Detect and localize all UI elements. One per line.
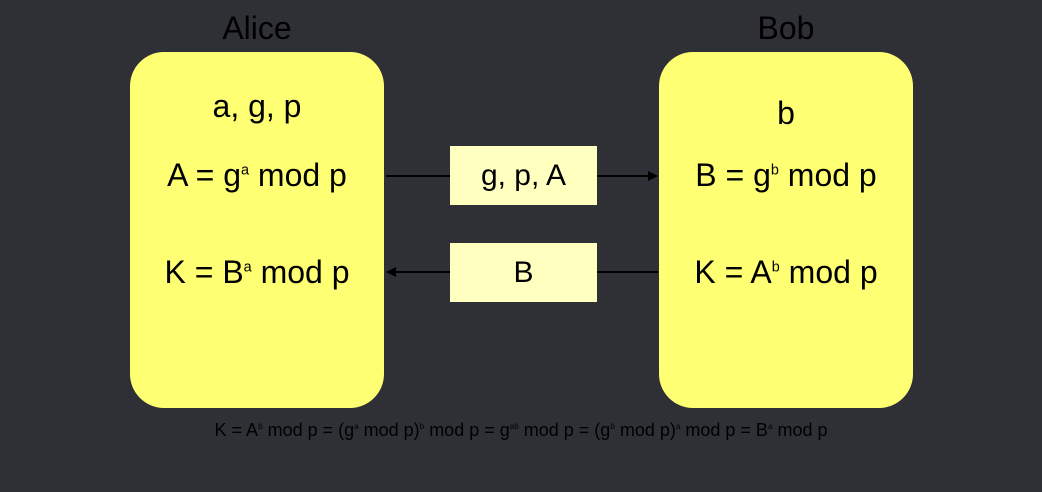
eq-p5: mod p = (g [518, 420, 611, 440]
bob-compute-exp: b [770, 162, 779, 179]
alice-box [130, 52, 384, 408]
eq-e1: b [258, 422, 263, 431]
alice-compute-exp: a [241, 162, 250, 179]
bob-key-lhs: K = A [694, 254, 772, 290]
shared-key-equation: K = Ab mod p = (ga mod p)b mod p = gab m… [0, 420, 1042, 441]
arrow-to-alice-head [386, 267, 396, 277]
bob-params: b [777, 95, 795, 131]
alice-compute: A = ga mod p [130, 157, 384, 194]
eq-p6: mod p) [614, 420, 676, 440]
eq-p7: mod p = B [680, 420, 768, 440]
eq-e2: a [354, 422, 359, 431]
alice-compute-lhs: A = g [167, 157, 241, 193]
bob-compute-lhs: B = g [695, 157, 771, 193]
message-to-alice: B [450, 243, 597, 302]
eq-p3: mod p) [358, 420, 420, 440]
alice-compute-rhs: mod p [249, 157, 347, 193]
bob-key: K = Ab mod p [659, 254, 913, 291]
eq-e6: a [675, 422, 681, 431]
bob-box [659, 52, 913, 408]
alice-key-exp: a [243, 259, 252, 276]
alice-key-rhs: mod p [251, 254, 350, 290]
eq-p2: mod p = (g [262, 420, 355, 440]
message-to-bob: g, p, A [450, 146, 597, 205]
eq-p1: K = A [214, 420, 259, 440]
bob-key-exp: b [771, 259, 780, 276]
eq-e4: ab [509, 422, 519, 431]
bob-key-rhs: mod p [779, 254, 878, 290]
alice-key: K = Ba mod p [130, 254, 384, 291]
eq-p8: mod p [772, 420, 828, 440]
bob-compute-rhs: mod p [778, 157, 877, 193]
eq-e7: a [767, 422, 773, 431]
eq-e5: b [610, 422, 615, 431]
alice-params: a, g, p [212, 88, 302, 124]
bob-title: Bob [757, 10, 815, 46]
alice-key-lhs: K = B [164, 254, 244, 290]
eq-p4: mod p = g [424, 420, 510, 440]
bob-compute: B = gb mod p [659, 157, 913, 194]
eq-e3: b [419, 422, 425, 431]
arrow-to-bob-head [648, 171, 658, 181]
alice-title: Alice [222, 10, 292, 46]
